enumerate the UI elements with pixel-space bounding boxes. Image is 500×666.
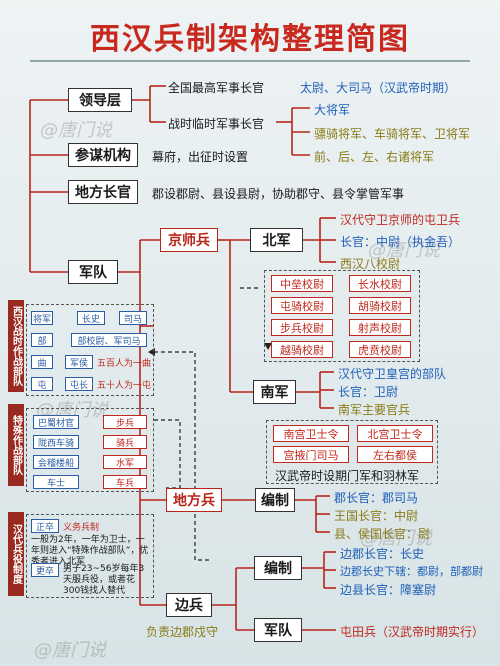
wartime-cell: 部 [31, 333, 53, 347]
special-type-cell: 水军 [103, 455, 147, 469]
node-capital-troops: 京师兵 [160, 228, 218, 252]
page-title: 西汉兵制架构整理简图 [90, 22, 410, 57]
border-duty-text: 负责边郡戍守 [146, 625, 219, 639]
colonel-cell: 越骑校尉 [271, 341, 333, 358]
conscription-text: 一般为2年，一年为卫士，一年则进入“特殊作战部队”，优秀者进入北军 [31, 535, 149, 567]
special-unit-cell: 车士 [33, 475, 79, 489]
supreme-titles-text: 太尉、大司马（汉武帝时期） [300, 81, 457, 95]
wartime-cell: 军侯 [65, 355, 93, 369]
wartime-cell: 屯 [31, 377, 53, 391]
generals-a-text: 骠骑将军、车骑将军、卫将军 [314, 127, 471, 141]
special-units-label: 特殊作战部队 [8, 404, 24, 486]
south-army-officers: 南军主要官兵 [338, 403, 411, 417]
service-system-panel: 正卒 义务兵制 一般为2年，一年为卫士，一年则进入“特殊作战部队”，优秀者进入北… [26, 514, 154, 598]
south-unit-cell: 左右都侯 [357, 446, 433, 463]
special-type-cell: 骑兵 [103, 435, 147, 449]
supreme-commander-text: 全国最高军事长官 [168, 81, 265, 95]
colonel-cell: 胡骑校尉 [349, 297, 411, 314]
node-border-army: 军队 [254, 618, 302, 642]
node-army: 军队 [68, 260, 118, 284]
watermark: @唐门说 [34, 640, 106, 661]
node-south-army: 南军 [253, 380, 296, 404]
colonel-cell: 长水校尉 [349, 275, 411, 292]
node-leadership: 领导层 [68, 88, 132, 112]
wartime-units-label: 西汉战时作战部队 [8, 300, 24, 392]
wartime-cell: 部校尉、军司马 [71, 333, 147, 347]
staff-text: 幕府，出征时设置 [152, 150, 249, 164]
rotation-cell: 更卒 [31, 563, 59, 577]
north-army-chief: 长官：中尉（执金吾） [340, 235, 461, 249]
colonel-cell: 射声校尉 [349, 319, 411, 336]
south-unit-cell: 北宫卫士令 [357, 425, 433, 442]
wartime-cell: 司马 [119, 311, 147, 325]
node-local-officials: 地方长官 [68, 180, 138, 204]
wartime-cell: 曲 [31, 355, 53, 369]
south-army-units-group: 南宫卫士令 北宫卫士令 宫掖门司马 左右都侯 汉武帝时设期门军和羽林军 [266, 420, 438, 484]
node-local-troops: 地方兵 [166, 488, 222, 512]
service-system-label: 汉代兵役制度 [8, 512, 24, 596]
wartime-units-panel: 将军 长史 司马 部 部校尉、军司马 曲 军侯 五百人为一曲 屯 屯长 五十人为… [26, 304, 154, 396]
watermark: @唐门说 [360, 528, 432, 549]
special-type-cell: 车兵 [103, 475, 147, 489]
wartime-note: 五百人为一曲 [97, 359, 152, 369]
local-org-kingdom: 王国长官：中尉 [334, 509, 419, 523]
node-north-army: 北军 [250, 228, 303, 252]
conscription-cell: 正卒 [31, 519, 59, 533]
watermark: @唐门说 [368, 240, 440, 261]
special-units-panel: 巴蜀材官 步兵 陇西车骑 骑兵 会稽楼船 水军 车士 车兵 [26, 408, 154, 492]
node-border-troops: 边兵 [166, 593, 212, 617]
south-army-chief: 长官：卫尉 [338, 385, 399, 399]
south-army-desc: 汉代守卫皇宫的部队 [338, 367, 447, 381]
wartime-note: 五十人为一屯 [97, 381, 152, 391]
wartime-cell: 将军 [31, 311, 53, 325]
north-army-desc: 汉代守卫京师的屯卫兵 [340, 213, 461, 227]
conscription-label: 义务兵制 [63, 523, 100, 533]
node-staff: 参谋机构 [68, 143, 138, 167]
colonel-cell: 虎贲校尉 [349, 341, 411, 358]
node-local-organization: 编制 [255, 488, 295, 512]
node-border-organization: 编制 [254, 556, 302, 580]
south-unit-cell: 宫掖门司马 [273, 446, 349, 463]
watermark: @唐门说 [40, 120, 112, 141]
generals-b-text: 前、后、左、右诸将军 [314, 150, 435, 164]
special-unit-cell: 巴蜀材官 [33, 415, 79, 429]
title-underline [30, 60, 470, 62]
border-org-fort: 边县长官：障塞尉 [340, 583, 437, 597]
eight-colonels-group: 中垒校尉 长水校尉 屯骑校尉 胡骑校尉 步兵校尉 射声校尉 越骑校尉 虎贲校尉 [264, 270, 420, 362]
border-org-commander: 边郡长官：长史 [340, 547, 425, 561]
south-unit-cell: 南宫卫士令 [273, 425, 349, 442]
special-unit-cell: 会稽楼船 [33, 455, 79, 469]
local-officials-text: 郡设郡尉、县设县尉，协助郡守、县令掌管军事 [152, 187, 405, 201]
rotation-text: 男子23~56岁每年3天服兵役，或者花300钱找人替代 [63, 564, 145, 596]
wartime-cell: 屯长 [65, 377, 93, 391]
south-army-note: 汉武帝时设期门军和羽林军 [275, 469, 420, 483]
border-army-text: 屯田兵（汉武帝时期实行） [340, 625, 485, 639]
wartime-commander-text: 战时临时军事长官 [168, 117, 265, 131]
local-org-county: 县、侯国长官：尉 [334, 527, 431, 541]
border-org-sub: 边郡长史下辖：都尉，部都尉 [340, 565, 483, 578]
local-org-commander: 郡长官：郡司马 [334, 491, 419, 505]
north-army-eight: 西汉八校尉 [340, 257, 401, 271]
wartime-cell: 长史 [77, 311, 105, 325]
special-unit-cell: 陇西车骑 [33, 435, 79, 449]
colonel-cell: 中垒校尉 [271, 275, 333, 292]
colonel-cell: 步兵校尉 [271, 319, 333, 336]
general-text: 大将军 [314, 103, 351, 117]
special-type-cell: 步兵 [103, 415, 147, 429]
colonel-cell: 屯骑校尉 [271, 297, 333, 314]
